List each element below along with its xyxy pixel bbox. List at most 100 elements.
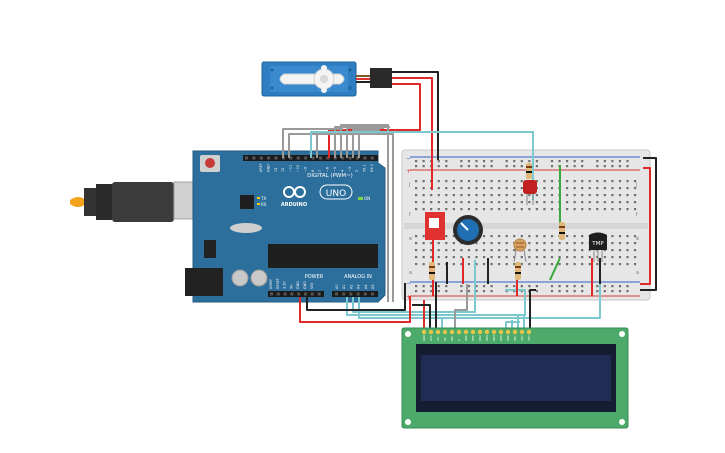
breadboard-hole xyxy=(445,208,448,211)
breadboard-hole xyxy=(520,208,523,211)
digital-pin-label: 13 xyxy=(274,168,278,172)
header-pin[interactable] xyxy=(259,156,263,160)
rail-plus-label: + xyxy=(406,168,411,175)
header-pin[interactable] xyxy=(252,156,256,160)
slide-switch[interactable] xyxy=(425,212,445,240)
header-pin[interactable] xyxy=(348,156,352,160)
power-pin-label: IOREF xyxy=(269,279,273,289)
header-pin[interactable] xyxy=(342,292,346,296)
header-pin[interactable] xyxy=(245,156,248,160)
rail-hole xyxy=(520,285,523,288)
header-pin[interactable] xyxy=(363,292,367,296)
header-pin[interactable] xyxy=(289,156,293,160)
breadboard-hole xyxy=(566,201,569,204)
analog-pin-label: A3 xyxy=(357,285,361,289)
header-pin[interactable] xyxy=(317,292,321,296)
analog-header xyxy=(332,291,378,297)
temperature-sensor[interactable]: TMP xyxy=(589,232,607,263)
lcd-pin[interactable] xyxy=(512,329,518,335)
header-pin[interactable] xyxy=(356,156,359,160)
lcd-pin[interactable] xyxy=(526,329,532,335)
lcd-pin[interactable] xyxy=(470,329,476,335)
rail-hole xyxy=(603,290,606,293)
rail-hole xyxy=(482,165,486,168)
header-pin[interactable] xyxy=(276,292,280,296)
header-pin[interactable] xyxy=(335,292,338,296)
header-pin[interactable] xyxy=(290,292,294,296)
breadboard-hole xyxy=(452,180,455,183)
header-pin[interactable] xyxy=(371,292,374,296)
header-pin[interactable] xyxy=(363,156,367,160)
header-pin[interactable] xyxy=(349,292,353,296)
lcd-pin[interactable] xyxy=(449,329,455,335)
lcd-pin[interactable] xyxy=(505,329,511,335)
breadboard-hole xyxy=(437,180,440,183)
breadboard-hole xyxy=(460,249,463,252)
analog-pin-label: A5 xyxy=(371,285,375,289)
header-pin[interactable] xyxy=(267,156,271,160)
header-pin[interactable] xyxy=(296,156,300,160)
header-pin[interactable] xyxy=(319,156,322,160)
breadboard-hole xyxy=(482,208,486,211)
rail-hole xyxy=(482,290,486,293)
header-pin[interactable] xyxy=(304,156,308,160)
header-pin[interactable] xyxy=(356,292,360,296)
breadboard-hole xyxy=(490,242,493,245)
breadboard-hole xyxy=(573,256,576,259)
lcd-pin-label: DB7 xyxy=(513,335,517,341)
header-pin[interactable] xyxy=(341,156,345,160)
digital-label: DIGITAL (PWM~) xyxy=(307,173,353,179)
header-pin[interactable] xyxy=(283,292,287,296)
header-pin[interactable] xyxy=(274,156,278,160)
lcd-pin[interactable] xyxy=(498,329,504,335)
breadboard-hole xyxy=(618,256,622,259)
analog-pin-label: A1 xyxy=(342,285,346,289)
rail-hole xyxy=(520,160,523,163)
breadboard-hole xyxy=(566,249,569,252)
header-pin[interactable] xyxy=(311,156,315,160)
header-pin[interactable] xyxy=(304,292,307,296)
header-pin[interactable] xyxy=(326,156,330,160)
breadboard-hole xyxy=(618,201,622,204)
lcd-pin[interactable] xyxy=(491,329,497,335)
led-red[interactable] xyxy=(523,180,537,205)
rail-hole xyxy=(618,285,622,288)
header-pin[interactable] xyxy=(297,292,301,296)
lcd-pin[interactable] xyxy=(421,329,427,335)
breadboard-hole xyxy=(513,235,516,238)
rail-hole xyxy=(566,285,569,288)
lcd-pin[interactable] xyxy=(428,329,434,335)
lcd-pin[interactable] xyxy=(463,329,469,335)
breadboard-hole xyxy=(528,201,531,204)
breadboard-hole xyxy=(460,263,463,266)
breadboard-hole xyxy=(603,194,606,197)
header-pin[interactable] xyxy=(370,156,374,160)
breadboard-hole xyxy=(543,208,546,211)
header-pin[interactable] xyxy=(270,292,273,296)
breadboard-hole xyxy=(581,180,584,183)
rail-hole xyxy=(505,165,508,168)
breadboard-hole xyxy=(528,263,531,266)
breadboard-hole xyxy=(422,187,425,190)
lcd-pin[interactable] xyxy=(484,329,490,335)
lcd-pin[interactable] xyxy=(477,329,483,335)
lcd-pin[interactable] xyxy=(456,329,462,335)
lcd-screen xyxy=(421,355,611,401)
lcd-pin[interactable] xyxy=(435,329,441,335)
rail-hole xyxy=(467,165,471,168)
lcd-pin[interactable] xyxy=(442,329,448,335)
breadboard-hole xyxy=(415,208,418,211)
header-pin[interactable] xyxy=(310,292,314,296)
breadboard-hole xyxy=(633,256,637,259)
breadboard-hole xyxy=(430,249,433,252)
lcd-pin[interactable] xyxy=(519,329,525,335)
photoresistor[interactable] xyxy=(513,238,527,263)
rail-hole xyxy=(550,290,554,293)
servo-motor[interactable] xyxy=(261,61,392,97)
breadboard-hole xyxy=(588,180,591,183)
potentiometer[interactable] xyxy=(453,215,483,245)
breadboard-hole xyxy=(596,187,599,190)
breadboard-hole xyxy=(596,263,599,266)
